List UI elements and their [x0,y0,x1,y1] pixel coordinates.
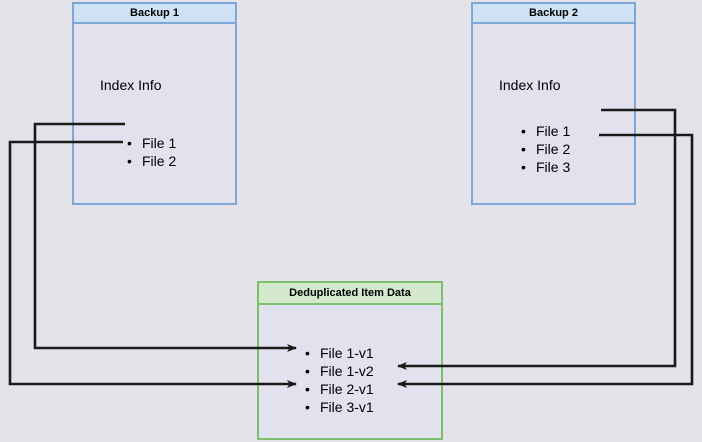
list-item[interactable]: File 1 [520,122,570,140]
list-item[interactable]: File 1 [126,134,176,152]
list-item[interactable]: File 1-v1 [304,344,374,362]
list-item[interactable]: File 3 [520,158,570,176]
backup-1-box[interactable]: Backup 1 Index Info File 1 File 2 [72,2,237,205]
deduplicated-item-data-title: Deduplicated Item Data [259,283,441,305]
backup-1-index-info-label: Index Info [100,77,162,93]
deduplicated-item-data-body: File 1-v1 File 1-v2 File 2-v1 File 3-v1 [259,305,441,438]
deduplicated-file-list: File 1-v1 File 1-v2 File 2-v1 File 3-v1 [304,344,374,416]
backup-2-box[interactable]: Backup 2 Index Info File 1 File 2 File 3 [471,2,636,205]
backup-2-file-list: File 1 File 2 File 3 [520,122,570,176]
backup-2-index-info-label: Index Info [499,77,561,93]
backup-1-body: Index Info File 1 File 2 [74,24,235,203]
list-item[interactable]: File 2 [520,140,570,158]
list-item[interactable]: File 2 [126,152,176,170]
list-item[interactable]: File 3-v1 [304,398,374,416]
backup-1-file-list: File 1 File 2 [126,134,176,170]
deduplicated-item-data-box[interactable]: Deduplicated Item Data File 1-v1 File 1-… [257,281,443,440]
backup-1-title: Backup 1 [74,4,235,24]
list-item[interactable]: File 2-v1 [304,380,374,398]
list-item[interactable]: File 1-v2 [304,362,374,380]
backup-2-body: Index Info File 1 File 2 File 3 [473,24,634,203]
backup-2-title: Backup 2 [473,4,634,24]
